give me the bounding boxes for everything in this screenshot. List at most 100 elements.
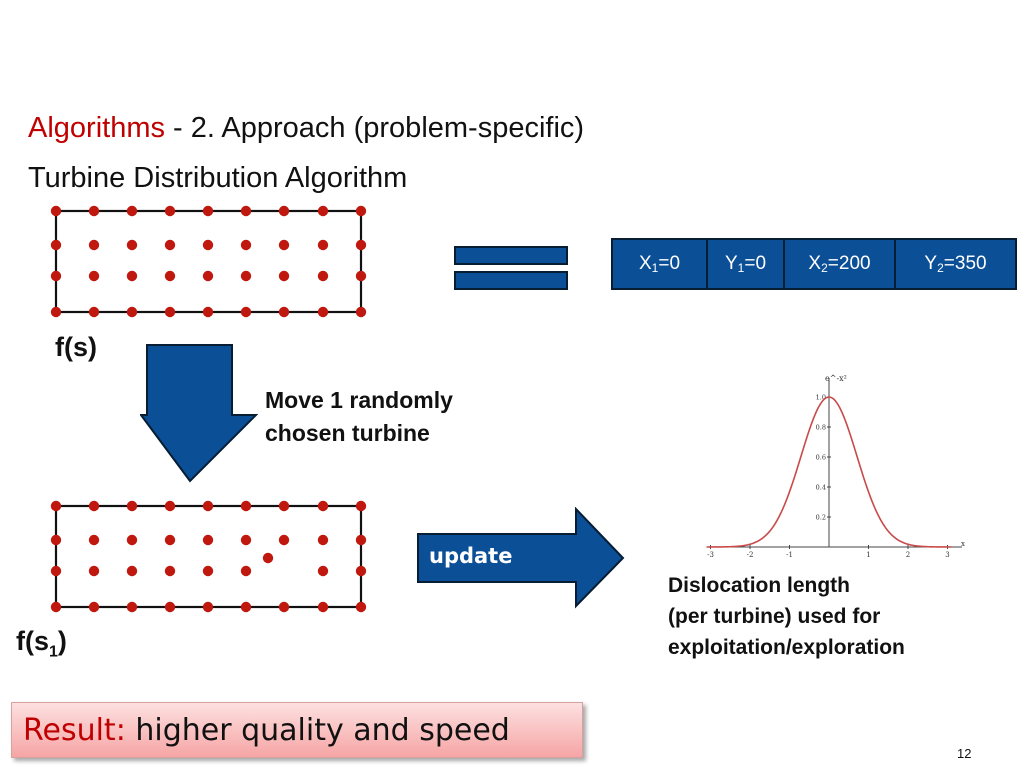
down-arrow-icon [140,344,258,483]
encoding-value: =0 [658,253,681,274]
dislocation-line1: Dislocation length [668,574,851,597]
turbine-dot [88,239,100,251]
turbine-dot [317,565,329,577]
equals-sign-icon [454,246,568,290]
turbine-dot [202,239,214,251]
turbine-dot [240,270,252,282]
grid-boundary [54,504,363,609]
plot-x-axis-label: x [961,540,965,548]
y-tick-label: 0.4 [816,484,826,492]
result-box: Result: higher quality and speed [11,702,583,758]
turbine-dot [50,601,62,613]
turbine-dot [50,534,62,546]
encoding-var: X [808,253,822,274]
turbine-dot [317,205,329,217]
turbine-dot [240,534,252,546]
turbine-dot [126,270,138,282]
turbine-dot [240,306,252,318]
turbine-dot [278,306,290,318]
turbine-dot [126,534,138,546]
x-tick-label: -1 [786,551,793,558]
encoding-sub: 2 [937,261,944,275]
y-tick-label: 0.2 [816,514,826,522]
turbine-dot [202,205,214,217]
state-label-fs1-close: ) [57,626,67,656]
turbine-dot [88,601,100,613]
turbine-dot [240,500,252,512]
y-tick-label: 0.8 [816,424,826,432]
turbine-dot [278,601,290,613]
turbine-dot [355,306,367,318]
turbine-dot [278,534,290,546]
encoding-sub: 1 [737,261,745,275]
turbine-dot [88,565,100,577]
turbine-dot [317,601,329,613]
turbine-dot [202,500,214,512]
turbine-dot [126,565,138,577]
turbine-dot [164,205,176,217]
x-tick-label: 3 [945,551,949,558]
turbine-dot [317,500,329,512]
turbine-dot [240,601,252,613]
turbine-dot [240,205,252,217]
update-label: update [429,544,513,568]
result-body: higher quality and speed [125,713,510,748]
turbine-dot [240,239,252,251]
turbine-dot [164,239,176,251]
turbine-dot [278,205,290,217]
y-tick-label: 1.0 [816,394,826,402]
turbine-dot [317,306,329,318]
state-label-fs1: f(s1) [16,626,67,661]
turbine-dot [164,500,176,512]
turbine-dot [126,239,138,251]
dislocation-line2: (per turbine) used for [668,605,881,628]
encoding-var: Y [724,253,738,274]
turbine-dot [50,306,62,318]
turbine-dot [164,270,176,282]
turbine-dot [355,500,367,512]
gaussian-curve [706,396,952,548]
turbine-dot [50,500,62,512]
state-label-fs: f(s) [55,332,97,362]
turbine-dot [262,552,274,564]
turbine-grid-initial [50,205,367,318]
turbine-dot [202,306,214,318]
turbine-dot [240,565,252,577]
move-step-text: Move 1 randomly chosen turbine [265,384,453,450]
move-step-line1: Move 1 randomly [265,387,453,413]
turbine-dot [202,534,214,546]
turbine-dot [355,205,367,217]
turbine-dot [317,534,329,546]
turbine-dot [126,500,138,512]
state-label-fs1-sub: 1 [49,643,58,661]
turbine-dot [355,270,367,282]
turbine-grid-moved [50,500,367,613]
encoding-var: Y [924,253,938,274]
turbine-dot [355,239,367,251]
y-tick-label: 0.6 [816,454,826,462]
turbine-dot [355,601,367,613]
encoding-sub: 1 [651,261,659,275]
update-arrow-icon [417,507,625,609]
turbine-dot [164,601,176,613]
x-tick-label: 1 [866,551,870,558]
slide-title: Algorithms - 2. Approach (problem-specif… [28,112,584,145]
turbine-dot [126,306,138,318]
turbine-dot [88,205,100,217]
turbine-dot [88,534,100,546]
x-tick-label: 2 [906,551,910,558]
turbine-dot [50,565,62,577]
turbine-dot [50,239,62,251]
grid-boundary [54,209,363,314]
turbine-dot [202,565,214,577]
move-step-line2: chosen turbine [265,420,430,446]
turbine-dot [355,534,367,546]
encoding-sub: 2 [821,261,828,275]
turbine-dot [164,306,176,318]
turbine-dot [126,205,138,217]
plot-function-label: e^-x² [825,374,847,383]
